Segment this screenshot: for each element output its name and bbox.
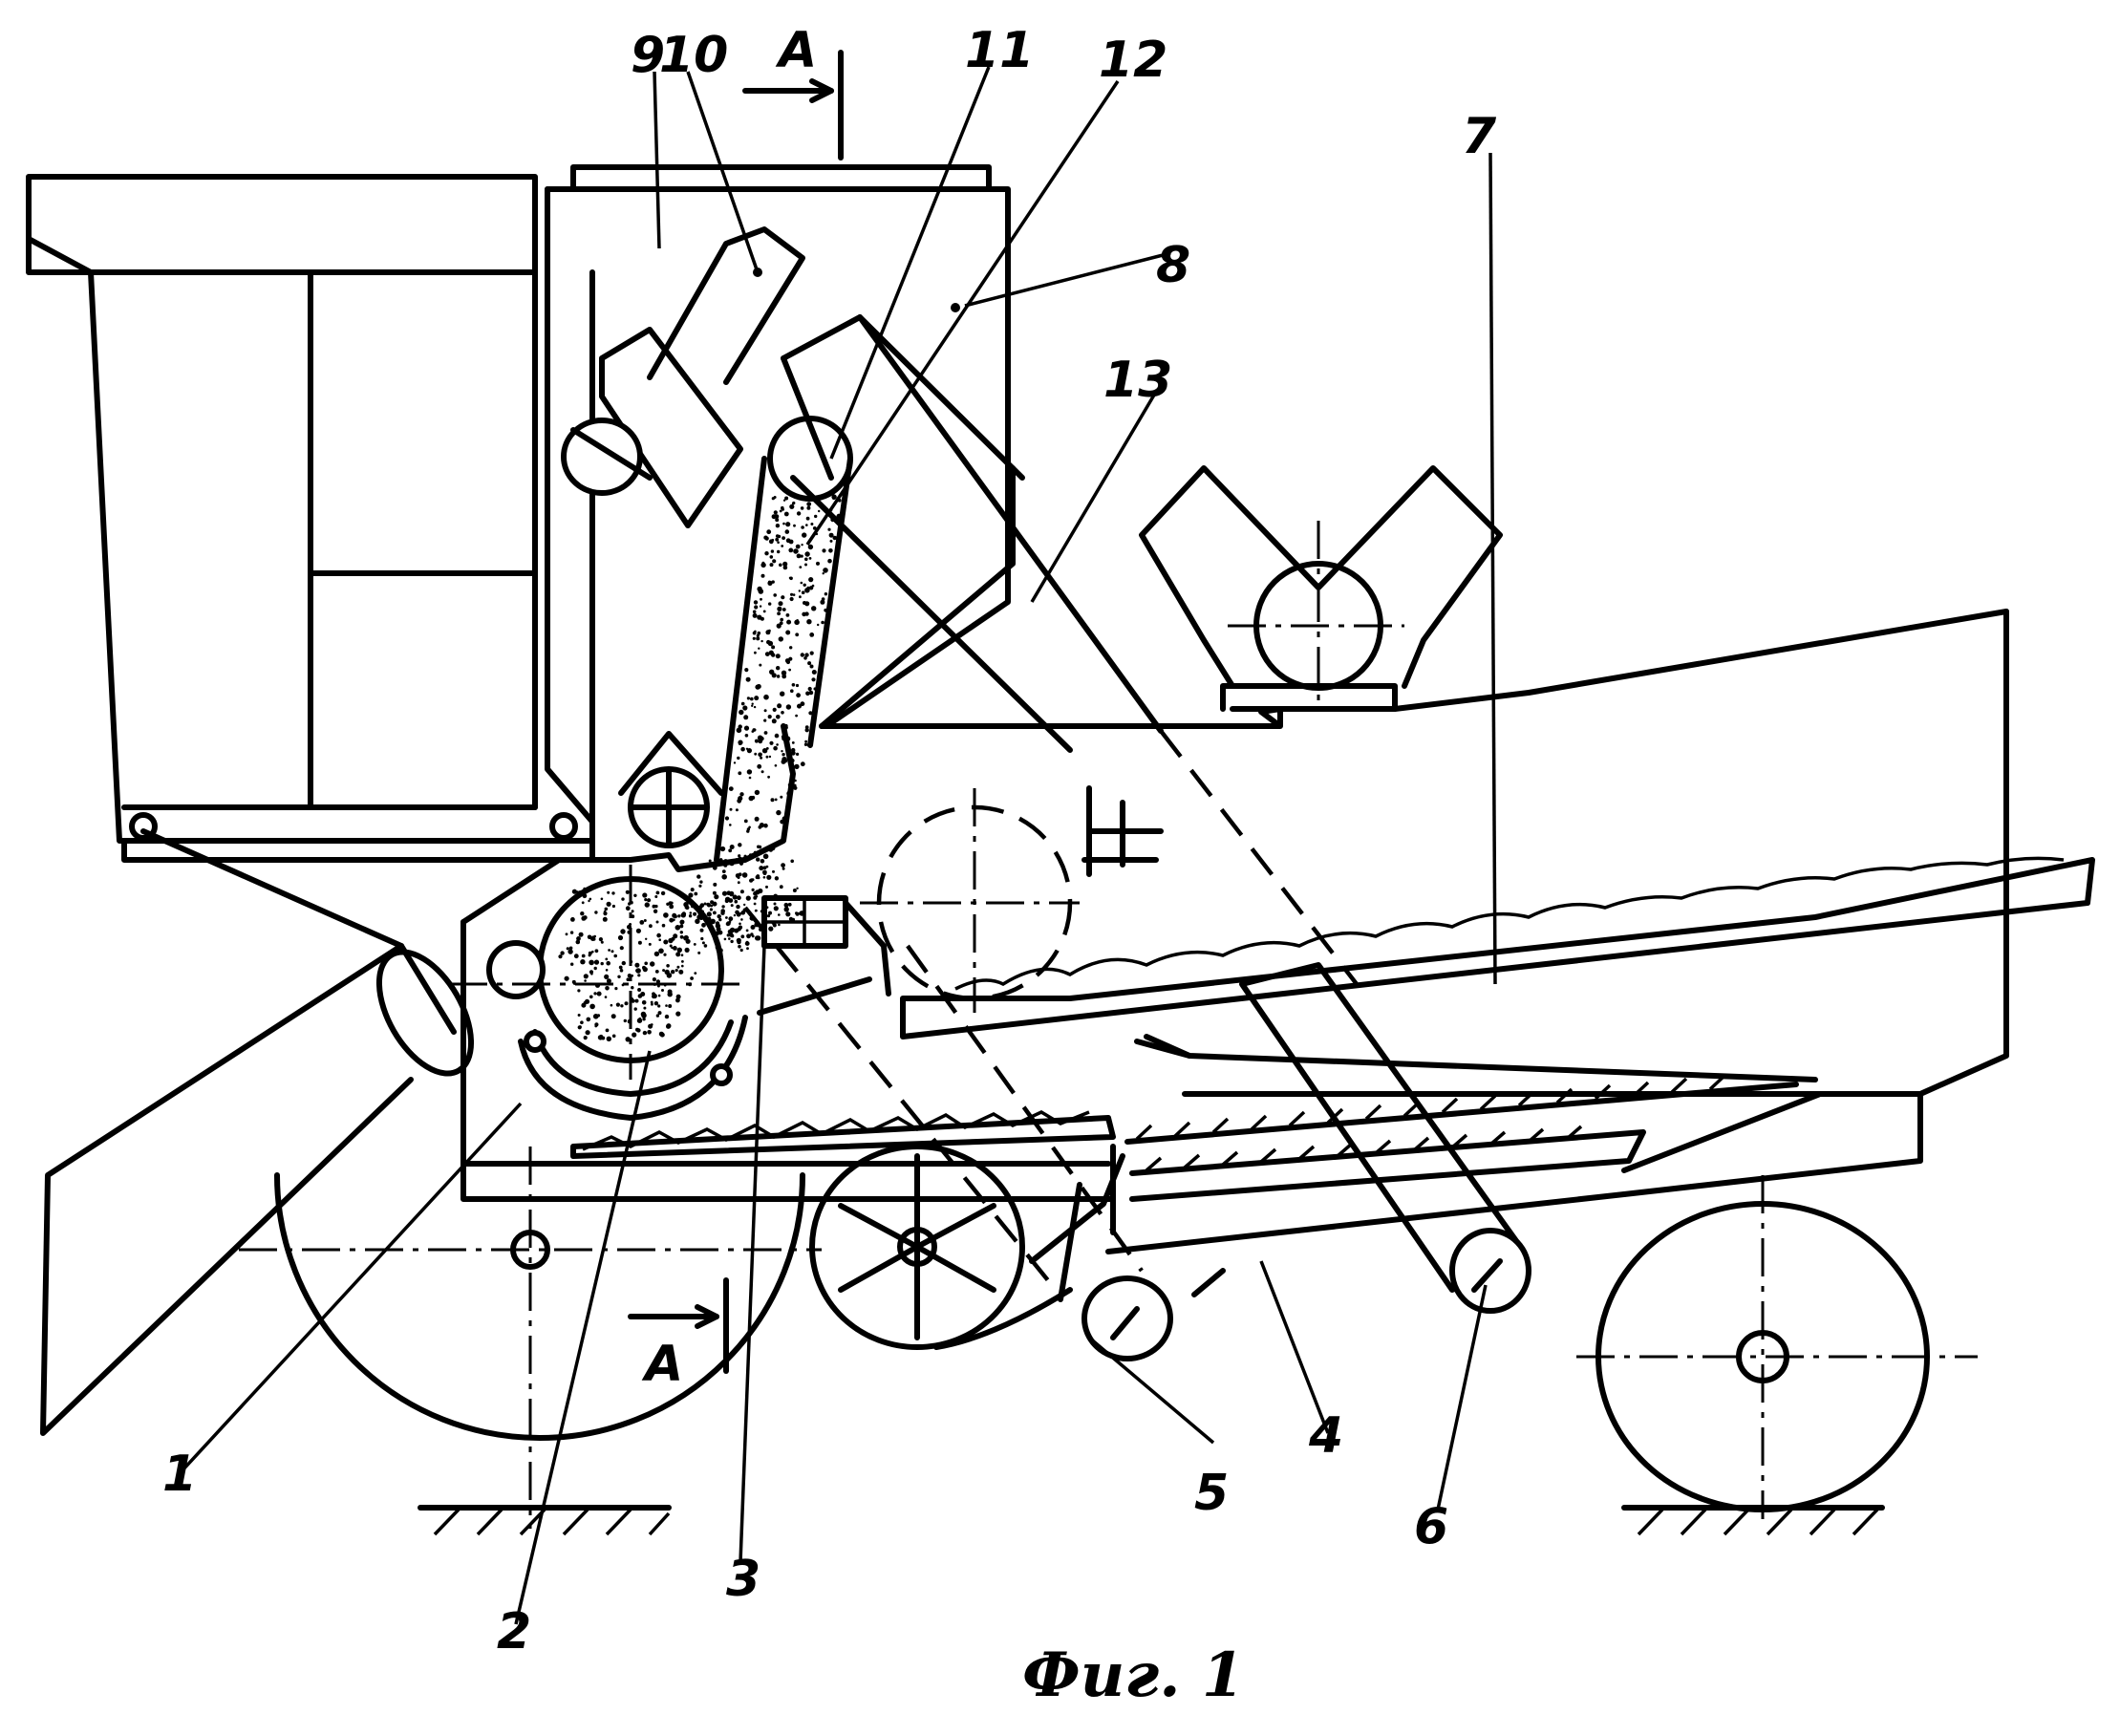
operator-cab: [29, 177, 592, 860]
grain-elevator: [717, 317, 1022, 860]
section-letter-top: А: [775, 22, 817, 79]
cleaning-fan: [812, 1147, 1070, 1347]
beater-drum: [764, 788, 1161, 1013]
label-8: 8: [1156, 237, 1190, 294]
ground-left: [420, 1508, 669, 1534]
label-1: 1: [162, 1446, 197, 1503]
unloading-auger: [564, 229, 803, 525]
label-13: 13: [1103, 352, 1172, 409]
label-10: 10: [659, 27, 728, 84]
label-6: 6: [1414, 1498, 1448, 1555]
header-reel: [43, 831, 490, 1433]
section-letter-bottom: А: [641, 1336, 683, 1393]
rear-wheel: [1576, 1175, 1978, 1519]
label-2: 2: [497, 1603, 531, 1661]
leader-lines: [182, 67, 1495, 1624]
straw-walker: [903, 858, 2092, 1056]
label-7: 7: [1462, 108, 1497, 165]
label-4: 4: [1308, 1407, 1343, 1465]
label-11: 11: [965, 22, 1034, 79]
straw-fan: [1142, 468, 1500, 709]
section-mark-top: А: [745, 22, 841, 158]
label-5: 5: [1194, 1465, 1229, 1522]
front-drive-wheel: [239, 1147, 822, 1529]
label-3: 3: [726, 1551, 760, 1608]
label-12: 12: [1099, 32, 1167, 89]
figure-caption: Фиг. 1: [1022, 1640, 1244, 1711]
grain-auger-top: [621, 734, 721, 846]
